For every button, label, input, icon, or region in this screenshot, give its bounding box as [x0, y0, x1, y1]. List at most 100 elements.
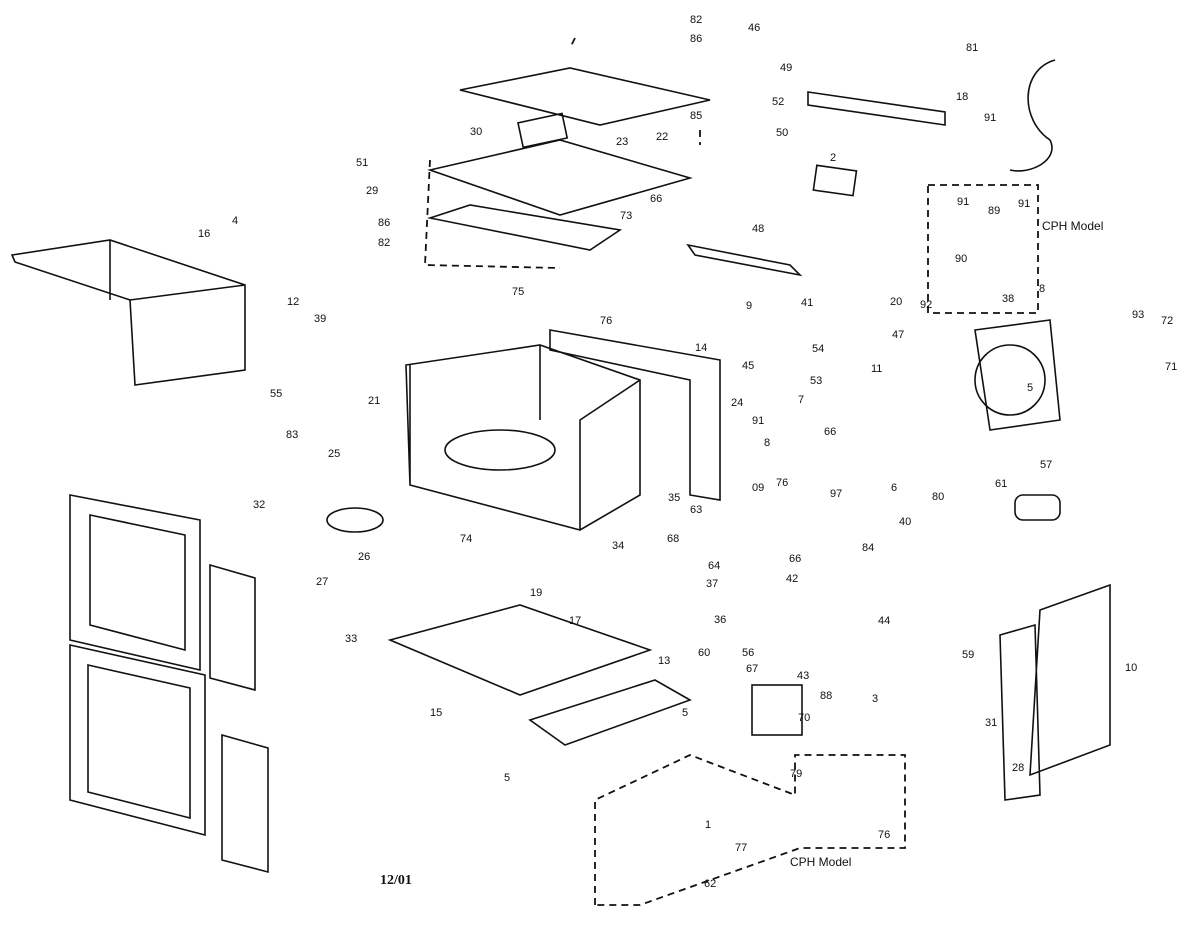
stirrer-cover	[517, 112, 569, 149]
part-label-09: 09	[752, 482, 764, 494]
part-label-26: 26	[358, 551, 370, 563]
part-label-35: 35	[668, 492, 680, 504]
part-label-32: 32	[253, 499, 265, 511]
part-label-46: 46	[748, 22, 760, 34]
cavity-outline	[424, 37, 701, 269]
part-label-41: 41	[801, 297, 813, 309]
part-label-49: 49	[780, 62, 792, 74]
part-label-59: 59	[962, 649, 974, 661]
part-label-88: 88	[820, 690, 832, 702]
cavity-top	[427, 139, 693, 216]
control-panel-upper	[209, 563, 256, 692]
cph-model-note-upper: CPH Model	[1042, 219, 1103, 233]
part-label-5: 5	[682, 707, 688, 719]
fan-duct	[974, 319, 1061, 431]
part-label-63: 63	[690, 504, 702, 516]
part-label-4: 4	[232, 215, 238, 227]
part-label-70: 70	[798, 712, 810, 724]
base-plate	[387, 604, 653, 696]
part-label-38: 38	[1002, 293, 1014, 305]
part-label-71: 71	[1165, 361, 1177, 373]
part-label-30: 30	[470, 126, 482, 138]
part-label-8: 8	[1039, 283, 1045, 295]
part-label-91: 91	[984, 112, 996, 124]
part-label-43: 43	[797, 670, 809, 682]
part-label-23: 23	[616, 136, 628, 148]
date-code: 12/01	[380, 873, 412, 888]
part-label-24: 24	[731, 397, 743, 409]
cph-model-box-upper	[927, 184, 1039, 314]
part-label-47: 47	[892, 329, 904, 341]
part-label-31: 31	[985, 717, 997, 729]
part-label-97: 97	[830, 488, 842, 500]
part-label-85: 85	[690, 110, 702, 122]
part-label-61: 61	[995, 478, 1007, 490]
part-label-90: 90	[955, 253, 967, 265]
part-label-60: 60	[698, 647, 710, 659]
part-label-2: 2	[830, 152, 836, 164]
part-label-42: 42	[786, 573, 798, 585]
part-label-92: 92	[920, 299, 932, 311]
belt	[686, 243, 803, 277]
bracket	[807, 91, 946, 126]
part-label-14: 14	[695, 342, 707, 354]
part-label-51: 51	[356, 157, 368, 169]
part-label-81: 81	[966, 42, 978, 54]
part-label-55: 55	[270, 388, 282, 400]
part-label-73: 73	[620, 210, 632, 222]
part-label-56: 56	[742, 647, 754, 659]
part-label-29: 29	[366, 185, 378, 197]
part-label-15: 15	[430, 707, 442, 719]
part-label-82: 82	[378, 237, 390, 249]
part-label-93: 93	[1132, 309, 1144, 321]
part-label-22: 22	[656, 131, 668, 143]
parts-drawing	[10, 37, 1111, 906]
part-label-62: 62	[704, 878, 716, 890]
part-label-8: 8	[764, 437, 770, 449]
cph-model-box-lower	[594, 754, 906, 906]
outer-cabinet	[10, 239, 246, 386]
part-label-76: 76	[878, 829, 890, 841]
capacitor	[1014, 494, 1061, 521]
part-label-66: 66	[789, 553, 801, 565]
part-label-82: 82	[690, 14, 702, 26]
part-label-18: 18	[956, 91, 968, 103]
part-label-77: 77	[735, 842, 747, 854]
part-label-66: 66	[824, 426, 836, 438]
top-plate	[459, 67, 711, 126]
door-lower	[69, 644, 206, 837]
part-label-64: 64	[708, 560, 720, 572]
part-label-34: 34	[612, 540, 624, 552]
part-label-67: 67	[746, 663, 758, 675]
cavity-floor	[444, 429, 556, 471]
rear-panel	[549, 329, 721, 501]
part-label-10: 10	[1125, 662, 1137, 674]
part-label-66: 66	[650, 193, 662, 205]
part-label-5: 5	[504, 772, 510, 784]
part-label-16: 16	[198, 228, 210, 240]
part-label-91: 91	[752, 415, 764, 427]
part-label-75: 75	[512, 286, 524, 298]
cph-model-note-lower: CPH Model	[790, 855, 851, 869]
part-label-44: 44	[878, 615, 890, 627]
part-label-39: 39	[314, 313, 326, 325]
part-label-83: 83	[286, 429, 298, 441]
part-label-86: 86	[690, 33, 702, 45]
part-label-45: 45	[742, 360, 754, 372]
part-label-91: 91	[1018, 198, 1030, 210]
part-label-27: 27	[316, 576, 328, 588]
part-label-6: 6	[891, 482, 897, 494]
control-panel-lower	[221, 733, 269, 874]
part-label-7: 7	[798, 394, 804, 406]
oven-cavity	[405, 344, 641, 531]
part-label-28: 28	[1012, 762, 1024, 774]
part-label-3: 3	[872, 693, 878, 705]
part-label-21: 21	[368, 395, 380, 407]
part-label-12: 12	[287, 296, 299, 308]
part-label-79: 79	[790, 768, 802, 780]
turntable-ring	[326, 507, 384, 533]
part-label-50: 50	[776, 127, 788, 139]
base-rail	[528, 679, 692, 746]
